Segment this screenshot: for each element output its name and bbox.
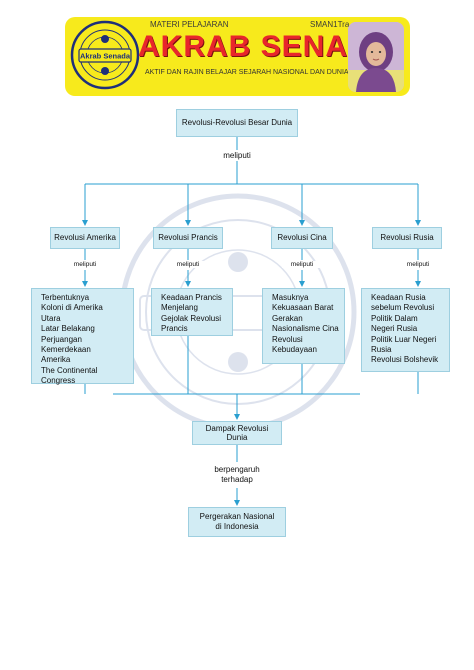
root-node-label: Revolusi-Revolusi Besar Dunia <box>181 117 293 127</box>
result-node: Pergerakan Nasional di Indonesia <box>188 507 286 537</box>
subject-label: MATERI PELAJARAN <box>150 20 229 29</box>
branch-node-prancis: Revolusi Prancis <box>153 227 223 249</box>
list-item: Amerika <box>41 355 71 365</box>
list-item: Keadaan Rusia <box>371 293 426 302</box>
result-line: Pergerakan Nasional <box>199 512 275 522</box>
list-box-prancis: Keadaan Prancis Menjelang Gejolak Revolu… <box>151 288 233 336</box>
impact-connector-label: berpengaruh terhadap <box>197 465 277 486</box>
list-item: Revolusi Bolshevik <box>371 355 439 365</box>
branch-node-rusia: Revolusi Rusia <box>372 227 442 249</box>
list-item: Terbentuknya <box>41 293 90 302</box>
list-item: The Continental <box>41 365 98 375</box>
list-item: Utara <box>41 313 61 323</box>
list-item: Menjelang <box>161 303 198 313</box>
list-item: Kebudayaan <box>272 344 317 354</box>
list-item: Nasionalisme Cina <box>272 324 339 334</box>
school-stamp-logo-icon: Akrab Senada <box>70 20 140 90</box>
list-item: Latar Belakang <box>41 324 95 334</box>
branch-title: Revolusi Cina <box>277 232 327 242</box>
logo-text: Akrab Senada <box>80 52 131 61</box>
list-box-rusia: Keadaan Rusia sebelum Revolusi Politik D… <box>361 288 450 372</box>
branch-connector-label: meliputi <box>65 261 105 268</box>
branch-node-cina: Revolusi Cina <box>271 227 333 249</box>
list-item: Gejolak Revolusi <box>161 313 222 323</box>
impact-connector-line: berpengaruh <box>214 465 260 474</box>
list-item: Kekuasaan Barat <box>272 303 334 313</box>
list-item: Negeri Rusia <box>371 324 418 334</box>
list-item: Prancis <box>161 324 188 334</box>
list-box-cina: Masuknya Kekuasaan Barat Gerakan Nasiona… <box>262 288 345 364</box>
branch-node-amerika: Revolusi Amerika <box>50 227 120 249</box>
result-line: di Indonesia <box>215 522 259 531</box>
list-item: Revolusi <box>272 334 303 344</box>
branch-connector-label: meliputi <box>168 261 208 268</box>
list-item: Politik Luar Negeri <box>371 334 437 344</box>
impact-line: Dunia <box>226 433 248 442</box>
branch-connector-label: meliputi <box>398 261 438 268</box>
root-node: Revolusi-Revolusi Besar Dunia <box>176 109 298 137</box>
list-box-amerika: Terbentuknya Koloni di Amerika Utara Lat… <box>31 288 134 386</box>
branch-title: Revolusi Amerika <box>54 232 116 242</box>
impact-node: Dampak Revolusi Dunia <box>192 421 282 445</box>
teacher-portrait-icon <box>348 22 404 92</box>
banner-tagline: AKTIF DAN RAJIN BELAJAR SEJARAH NASIONAL… <box>145 69 349 76</box>
list-item: Politik Dalam <box>371 313 418 323</box>
teacher-portrait <box>348 22 404 92</box>
list-item: Congress <box>41 376 76 386</box>
list-item: Keadaan Prancis <box>161 293 222 302</box>
list-item: Masuknya <box>272 293 309 302</box>
list-item: sebelum Revolusi <box>371 303 435 313</box>
list-item: Perjuangan <box>41 334 82 344</box>
branch-title: Revolusi Prancis <box>158 232 218 242</box>
impact-connector-line: terhadap <box>221 475 253 485</box>
root-connector-label: meliputi <box>217 151 257 160</box>
list-item: Rusia <box>371 344 392 354</box>
branch-title: Revolusi Rusia <box>380 232 434 242</box>
impact-line: Dampak Revolusi <box>205 423 269 433</box>
list-item: Koloni di Amerika <box>41 303 103 313</box>
branch-connector-label: meliputi <box>282 261 322 268</box>
school-label: SMAN1Tra <box>310 20 350 29</box>
list-item: Gerakan <box>272 313 303 323</box>
list-item: Kemerdekaan <box>41 344 91 354</box>
